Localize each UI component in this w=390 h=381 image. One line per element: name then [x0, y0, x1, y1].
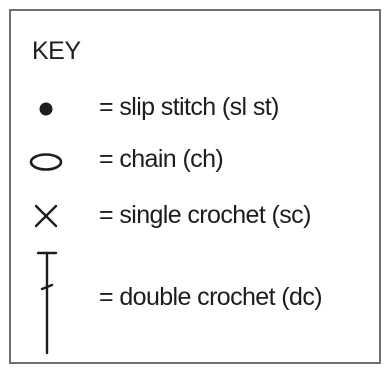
oval-icon — [29, 153, 63, 171]
double-crochet-icon — [36, 251, 58, 355]
x-cross-icon — [34, 204, 58, 228]
stitch-key-panel: KEY = slip stitch (sl st) = chain (ch) =… — [9, 9, 381, 364]
key-entry-label: = double crochet (dc) — [99, 283, 323, 311]
key-title: KEY — [32, 37, 81, 65]
key-entry-label: = single crochet (sc) — [99, 201, 311, 229]
key-entry-label: = chain (ch) — [99, 145, 224, 173]
key-entry-label: = slip stitch (sl st) — [99, 93, 279, 121]
dot-icon — [39, 102, 53, 116]
